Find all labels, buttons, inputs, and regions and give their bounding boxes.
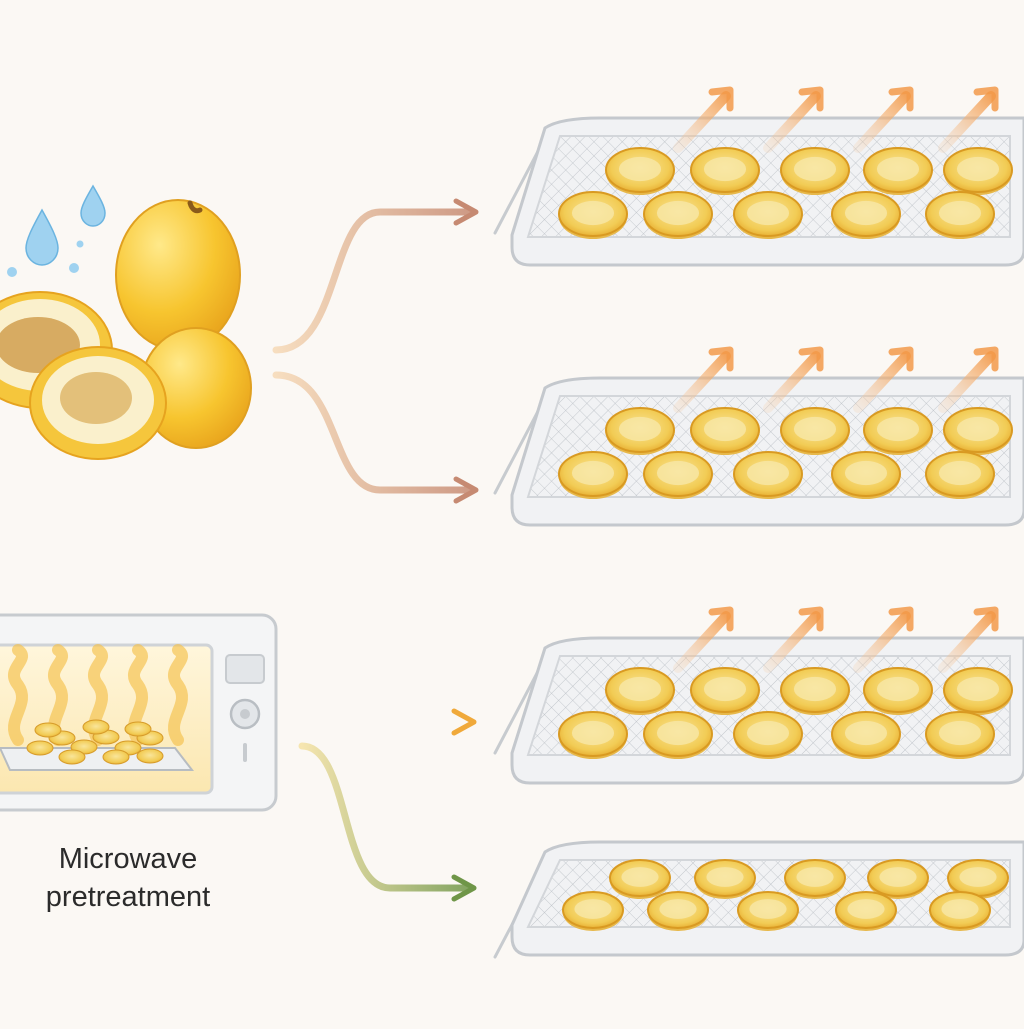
fruit-slice: [605, 407, 675, 455]
fruit-slice: [943, 147, 1013, 195]
heat-wave-arrow-icon: [673, 86, 999, 153]
microwave-oven-icon: [0, 613, 278, 812]
fruit-slice: [863, 407, 933, 455]
fruit-slice: [780, 147, 850, 195]
fruit-slice: [643, 451, 713, 499]
fruit-slice: [647, 891, 709, 931]
drying-tray-icon: [493, 606, 1024, 785]
fruit-slice: [947, 859, 1009, 899]
fruit-slice: [558, 711, 628, 759]
microwave-wave: [8, 644, 28, 746]
fruit-slice: [835, 891, 897, 931]
fruit-slice: [733, 711, 803, 759]
fruit-slice: [605, 667, 675, 715]
fruit-slice: [694, 859, 756, 899]
drying-tray-icon: [493, 86, 1024, 267]
microwave-slice: [136, 748, 164, 764]
fruit-slice: [562, 891, 624, 931]
fruit-slice: [867, 859, 929, 899]
label-line-2: pretreatment: [45, 881, 211, 913]
fruit-slice: [831, 191, 901, 239]
fruit-slice: [831, 451, 901, 499]
fruit-slice: [733, 191, 803, 239]
fruit-slice: [643, 711, 713, 759]
fruit-slice: [925, 711, 995, 759]
fruit-slice: [863, 147, 933, 195]
fruit-slice: [609, 859, 671, 899]
microwave-wave: [48, 644, 68, 746]
arrow-to-tray-1: [272, 198, 479, 354]
fruit-slice: [929, 891, 991, 931]
fruit-slice: [690, 407, 760, 455]
fruit-slice: [943, 667, 1013, 715]
fruit-slice: [863, 667, 933, 715]
microwave-pretreatment-label: Microwave pretreatment: [18, 840, 238, 916]
fruit-slice: [831, 711, 901, 759]
fruit-slice: [558, 451, 628, 499]
fruit-slice: [558, 191, 628, 239]
arrow-to-tray-4: [298, 742, 477, 902]
microwave-slice: [82, 719, 110, 735]
drying-trays: [493, 86, 1024, 959]
fruit-slice: [690, 147, 760, 195]
fruit-slice: [943, 407, 1013, 455]
drying-tray-icon: [493, 840, 1024, 959]
fruit-slice: [780, 667, 850, 715]
fruit-group-icon: [0, 199, 252, 460]
arrow-to-tray-2: [272, 371, 479, 504]
fruit-slice: [643, 191, 713, 239]
fruit-slice: [784, 859, 846, 899]
microwave-slice: [58, 749, 86, 765]
microwave-slice: [124, 721, 152, 737]
water-drops-icon: [7, 184, 106, 277]
fruit-slice: [690, 667, 760, 715]
fruit-slice: [737, 891, 799, 931]
flow-arrows: [272, 198, 479, 902]
microwave-wave: [168, 644, 188, 746]
microwave-slice: [26, 740, 54, 756]
label-line-1: Microwave: [58, 843, 198, 875]
fruit-slice: [925, 191, 995, 239]
fruit-slice: [605, 147, 675, 195]
arrow-to-tray-3: [298, 708, 477, 736]
microwave-slice: [34, 722, 62, 738]
heat-wave-arrow-icon: [673, 606, 999, 673]
fruit-slice: [925, 451, 995, 499]
microwave-slice: [102, 749, 130, 765]
heat-wave-arrow-icon: [673, 346, 999, 413]
fruit-slice: [733, 451, 803, 499]
fruit-slice: [780, 407, 850, 455]
drying-tray-icon: [493, 346, 1024, 527]
